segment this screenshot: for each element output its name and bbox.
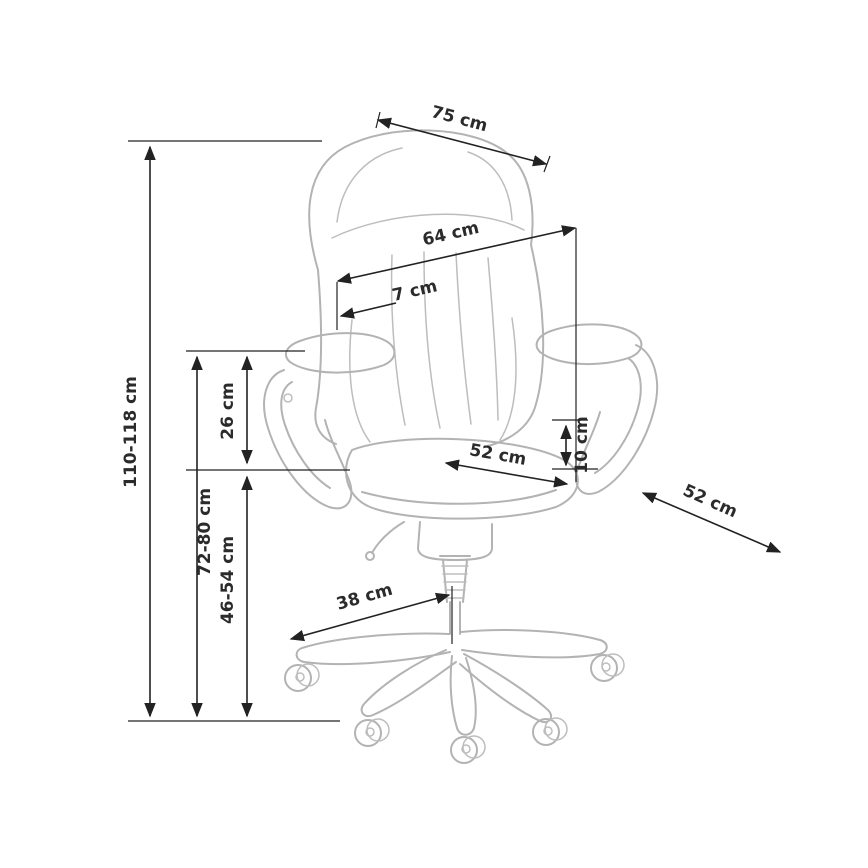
dim-offset-7cm: [339, 302, 397, 319]
caster-front: [450, 735, 486, 764]
gas-lift: [439, 555, 471, 635]
caster-left: [284, 663, 320, 692]
base-legs: [295, 629, 608, 736]
label-cushion-thickness: 10 cm: [572, 416, 592, 473]
label-seat-width: 52 cm: [468, 440, 528, 470]
caster-back-left: [354, 718, 390, 747]
dim-base-span: [289, 592, 451, 642]
gas-lift-bellows: [441, 565, 469, 599]
chair-drawing: [263, 129, 659, 764]
label-base-span: 38 cm: [334, 580, 395, 615]
dim-backrest-width: [336, 225, 577, 284]
backrest-stitching: [349, 251, 517, 443]
label-seat-height: 46-54 cm: [218, 536, 238, 624]
caster-right: [590, 653, 625, 682]
dimension-lines: [144, 117, 782, 718]
seat-cushion: [345, 437, 579, 520]
headrest-seams: [331, 147, 525, 239]
backrest-outline: [308, 129, 545, 448]
label-armrest-height: 26 cm: [218, 382, 238, 439]
armrest-right: [535, 323, 659, 495]
seat-mechanism: [371, 521, 493, 561]
label-backrest-width: 64 cm: [421, 218, 481, 250]
dimension-labels: 110-118 cm 72-80 cm 26 cm 46-54 cm 75 cm…: [121, 102, 740, 624]
label-back-height: 72-80 cm: [195, 488, 215, 576]
label-seat-depth: 52 cm: [680, 481, 741, 523]
casters: [284, 653, 625, 764]
dim-seat-width: [444, 459, 569, 488]
armrest-left: [263, 332, 396, 510]
label-offset-7cm: 7 cm: [390, 276, 439, 306]
lever-knob: [365, 551, 375, 561]
label-total-height: 110-118 cm: [121, 376, 141, 488]
armrest-left-bolt: [283, 393, 293, 403]
dim-seat-depth: [641, 492, 782, 553]
caster-back-right: [532, 717, 568, 746]
dim-top-width: [376, 117, 548, 167]
reference-lines: [128, 111, 598, 722]
